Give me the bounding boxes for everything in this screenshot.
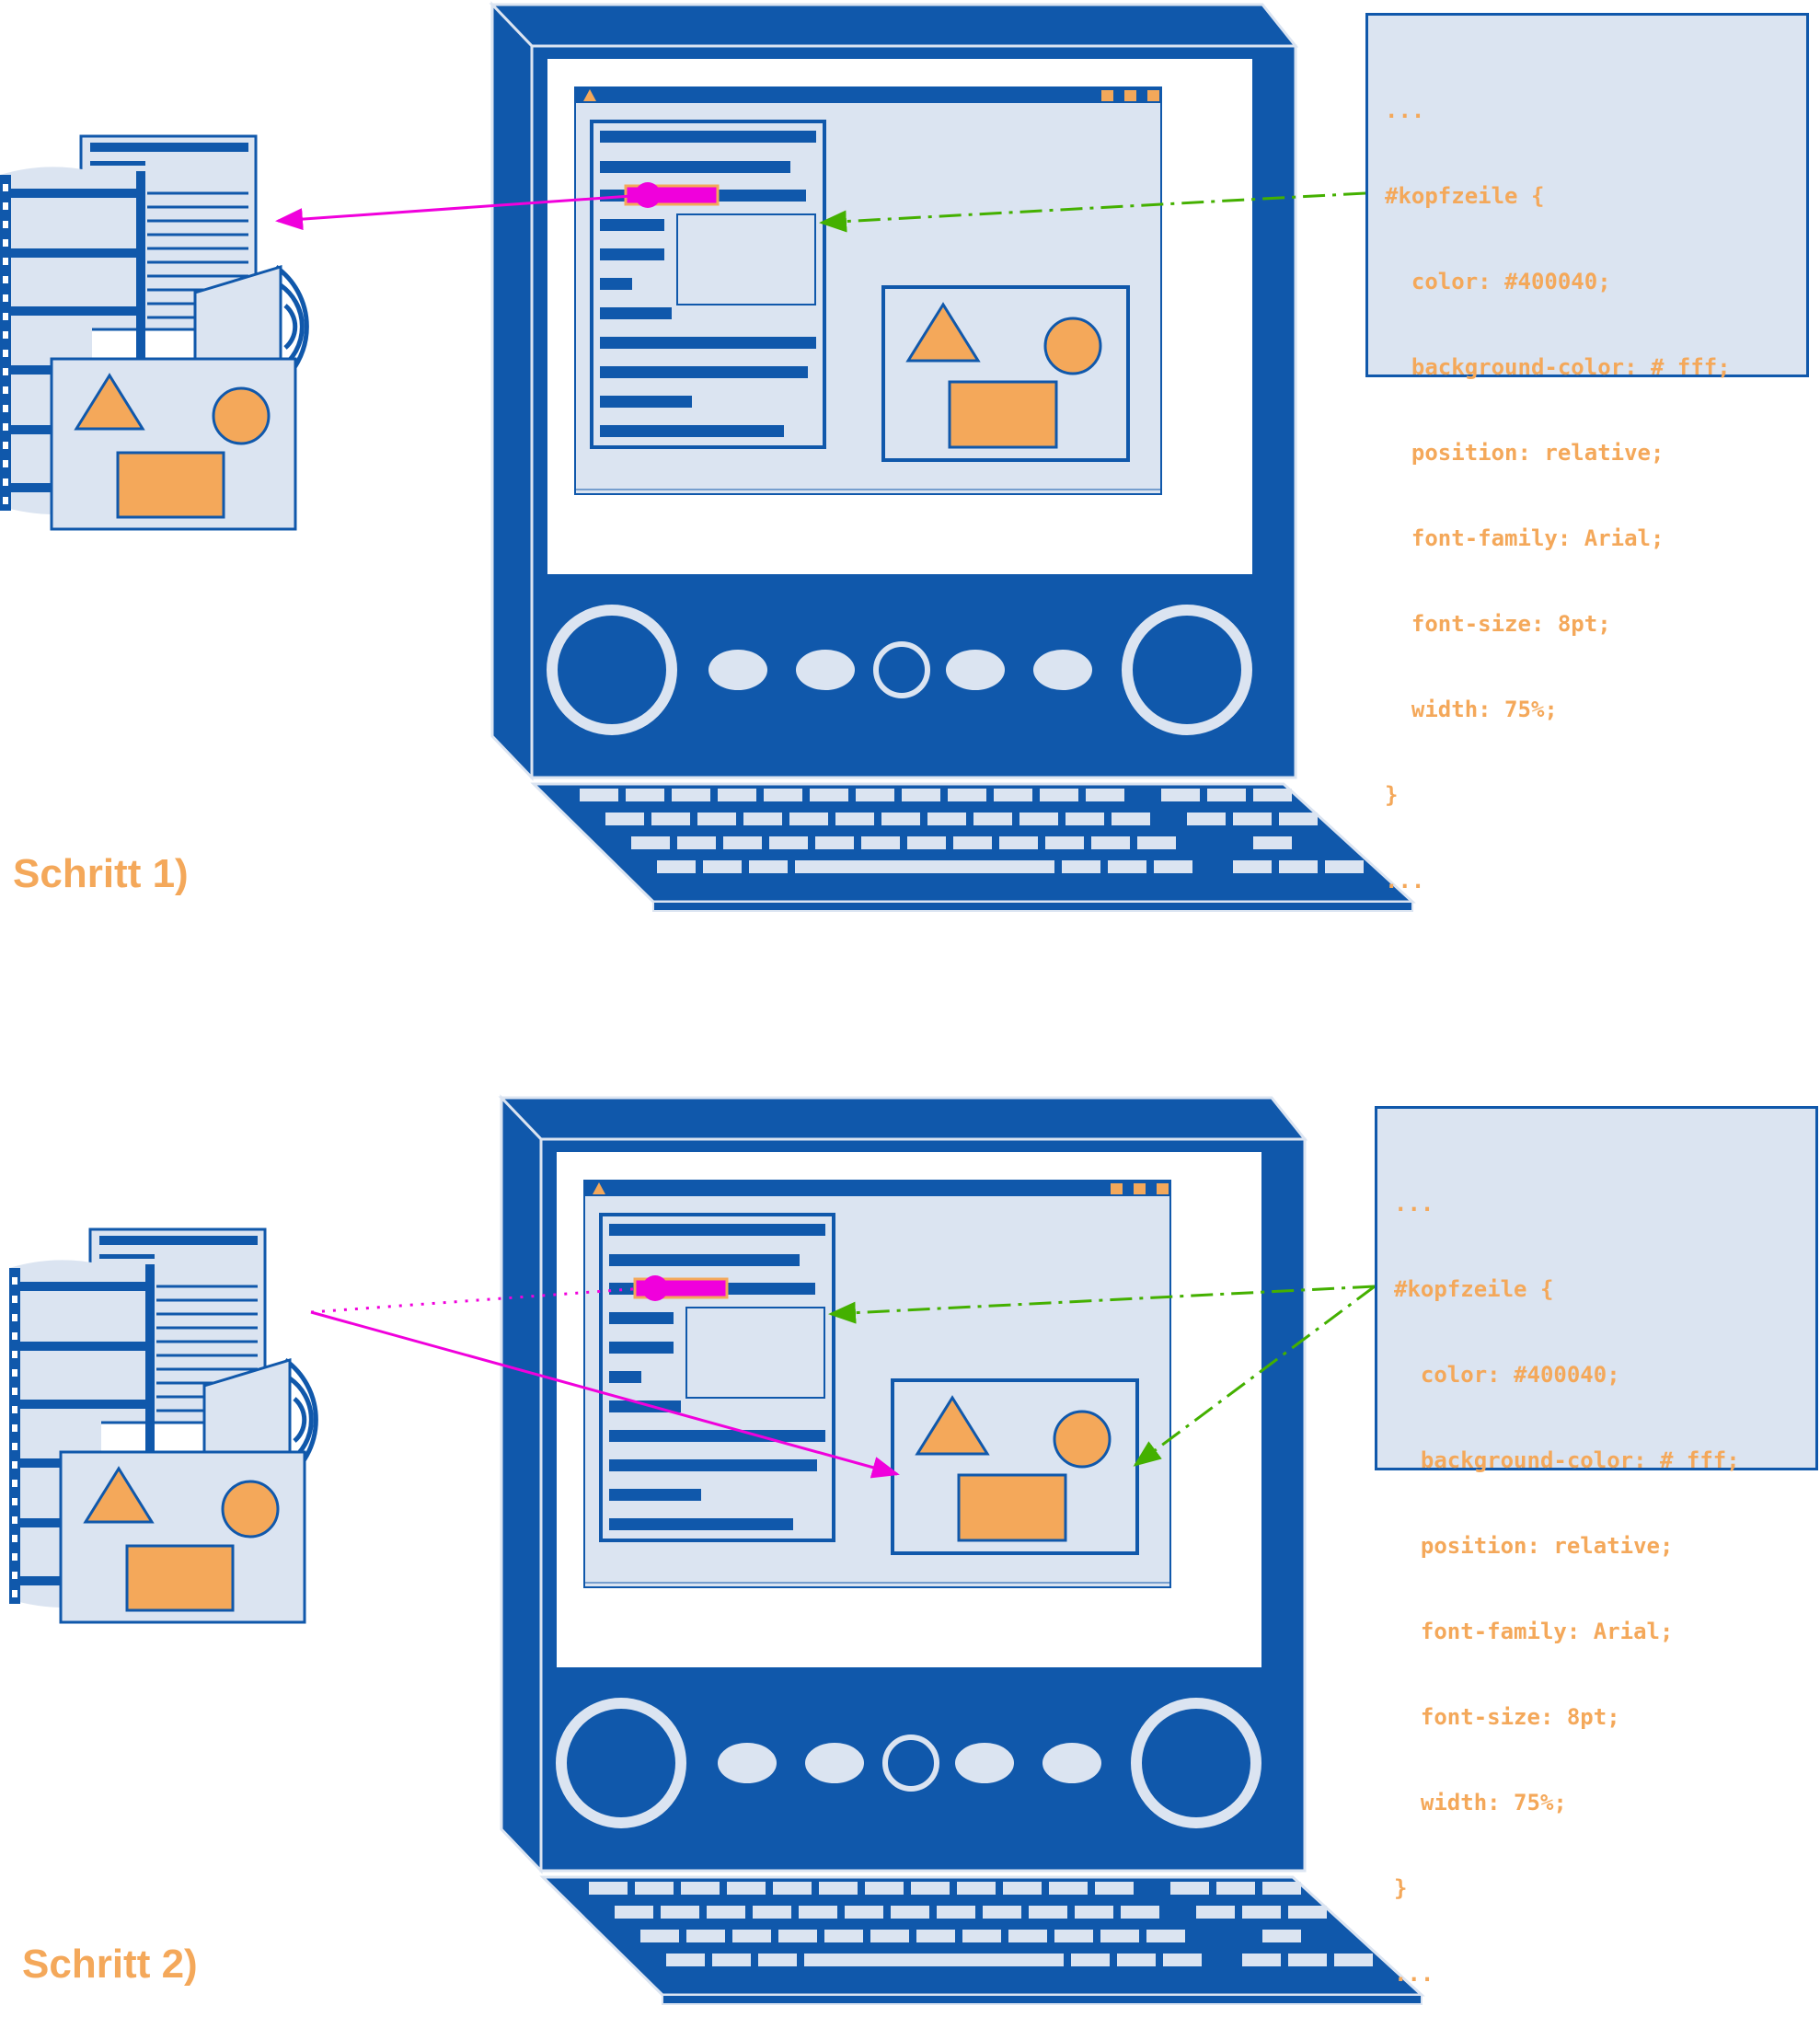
css-code-line: background-color: # fff; [1394, 1447, 1740, 1473]
css-code-line: background-color: # fff; [1385, 354, 1731, 380]
css-code-line: ... [1385, 868, 1425, 893]
step-2-dotted-link [310, 1286, 645, 1314]
step-2-scene [9, 1094, 1425, 2005]
css-code-line: #kopfzeile { [1394, 1276, 1554, 1302]
css-code-line: } [1385, 782, 1399, 808]
media-stack-icon [0, 134, 309, 531]
computer-illustration [489, 1, 1416, 912]
css-code-line: color: #400040; [1385, 269, 1611, 294]
css-code-line: font-size: 8pt; [1394, 1704, 1620, 1730]
step-2-css-arrow-header [828, 1285, 1376, 1324]
css-code-line: color: #400040; [1394, 1362, 1620, 1388]
keyboard [530, 782, 1416, 912]
step-1-label: Schritt 1) [13, 851, 189, 896]
css-code-line: ... [1394, 1961, 1434, 1987]
monitor-controls [547, 605, 1252, 735]
browser-window [574, 86, 1162, 495]
css-code-line: width: 75%; [1385, 697, 1558, 722]
css-code-line: ... [1385, 98, 1425, 123]
step-1-css-arrow [819, 191, 1366, 233]
computer-illustration [498, 1094, 1425, 2005]
media-card-icon [59, 1450, 306, 1624]
css-code-line: #kopfzeile { [1385, 183, 1545, 209]
monitor-controls [556, 1698, 1261, 1828]
keyboard [539, 1875, 1425, 2005]
step-2-render-arrow [310, 1310, 900, 1479]
step-2-label: Schritt 2) [22, 1942, 198, 1987]
step-1-scene [0, 1, 1416, 912]
browser-window [583, 1180, 1171, 1588]
css-code-box: ... #kopfzeile { color: #400040; backgro… [1365, 13, 1809, 893]
css-code-line: position: relative; [1385, 440, 1664, 466]
css-code-box: ... #kopfzeile { color: #400040; backgro… [1375, 1106, 1818, 1987]
css-code-line: ... [1394, 1191, 1434, 1216]
step-2-css-arrow-content [1133, 1285, 1376, 1467]
css-code-line: width: 75%; [1394, 1790, 1567, 1815]
css-code-line: font-family: Arial; [1385, 525, 1664, 551]
css-code-line: } [1394, 1875, 1408, 1901]
css-code-line: font-family: Arial; [1394, 1619, 1674, 1644]
css-code-line: position: relative; [1394, 1533, 1674, 1559]
css-code-line: font-size: 8pt; [1385, 611, 1611, 637]
media-card-icon [50, 357, 297, 531]
step-1-render-arrow [275, 193, 645, 231]
media-stack-icon [9, 1227, 318, 1624]
